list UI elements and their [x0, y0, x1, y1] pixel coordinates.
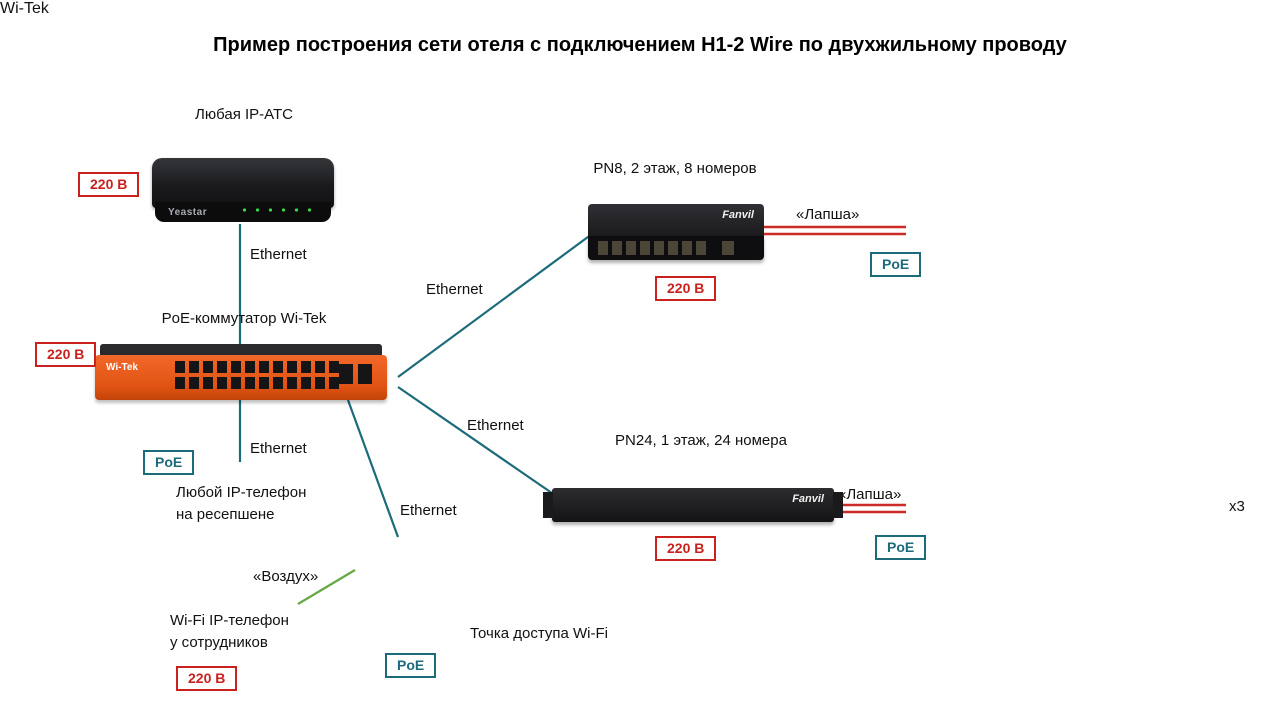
ap-label: Точка доступа Wi-Fi	[470, 625, 608, 642]
poe-badge-reception: PoE	[143, 450, 195, 475]
link-switch-ap	[346, 399, 400, 538]
power-badge-pbx: 220 В	[78, 172, 140, 197]
diagram-title: Пример построения сети отеля с подключен…	[213, 34, 1067, 56]
switch-brand: Wi-Tek	[106, 362, 138, 373]
pbx-brand: Yeastar	[168, 207, 208, 218]
link-switch-pn24	[397, 386, 563, 501]
pn8-body	[588, 204, 764, 238]
pn8-device: Fanvil	[588, 204, 764, 260]
air-label: «Воздух»	[253, 568, 319, 585]
wifi-access-point-icon: Wi-Tek	[0, 0, 1280, 18]
lapsha-label-top: «Лапша»	[796, 206, 860, 223]
pbx-device: Yeastar	[152, 158, 334, 222]
pn8-uplink-port-icon	[722, 241, 734, 255]
switch-ports-icon	[175, 361, 343, 391]
wifi-phone-label-line2: у сотрудников	[170, 634, 268, 651]
ethernet-label-reception: Ethernet	[250, 440, 307, 457]
poe-badge-cluster-top: PoE	[870, 252, 922, 277]
switch-top	[100, 344, 382, 357]
lapsha-label-bottom: «Лапша»	[838, 486, 902, 503]
link-air	[297, 569, 356, 605]
poe-switch-device: Wi-Tek	[95, 344, 387, 400]
pn24-device: Fanvil	[543, 488, 843, 522]
pn24-label: PN24, 1 этаж, 24 номера	[615, 432, 787, 449]
cluster-multiplier-label: x3	[1229, 498, 1245, 515]
ethernet-label-ap: Ethernet	[400, 502, 457, 519]
switch-label: PoE-коммутатор Wi-Tek	[161, 310, 327, 327]
pn24-brand: Fanvil	[792, 493, 824, 505]
link-switch-pn8	[397, 233, 593, 378]
switch-sfp-ports-icon	[339, 364, 375, 384]
power-badge-pn8: 220 В	[655, 276, 717, 301]
pn8-brand: Fanvil	[722, 209, 754, 221]
pbx-label: Любая IP-АТС	[195, 106, 293, 123]
power-badge-pn24: 220 В	[655, 536, 717, 561]
pn24-ports-icon	[624, 495, 758, 515]
ethernet-label-pn8: Ethernet	[426, 281, 483, 298]
wifi-phone-label-line1: Wi-Fi IP-телефон	[170, 612, 289, 629]
reception-phone-label-line2: на ресепшене	[176, 506, 275, 523]
power-badge-switch: 220 В	[35, 342, 97, 367]
ethernet-label-pn24: Ethernet	[467, 417, 524, 434]
reception-phone-label-line1: Любой IP-телефон	[176, 484, 307, 501]
poe-badge-cluster-bottom: PoE	[875, 535, 927, 560]
power-badge-wifi-phone: 220 В	[176, 666, 238, 691]
pn8-ports-icon	[598, 241, 710, 255]
ap-brand: Wi-Tek	[0, 0, 49, 17]
ethernet-label-pbx: Ethernet	[250, 246, 307, 263]
pn8-label: PN8, 2 этаж, 8 номеров	[593, 160, 757, 177]
pbx-body	[152, 158, 334, 208]
poe-badge-ap: PoE	[385, 653, 437, 678]
pbx-leds-icon	[238, 207, 318, 213]
